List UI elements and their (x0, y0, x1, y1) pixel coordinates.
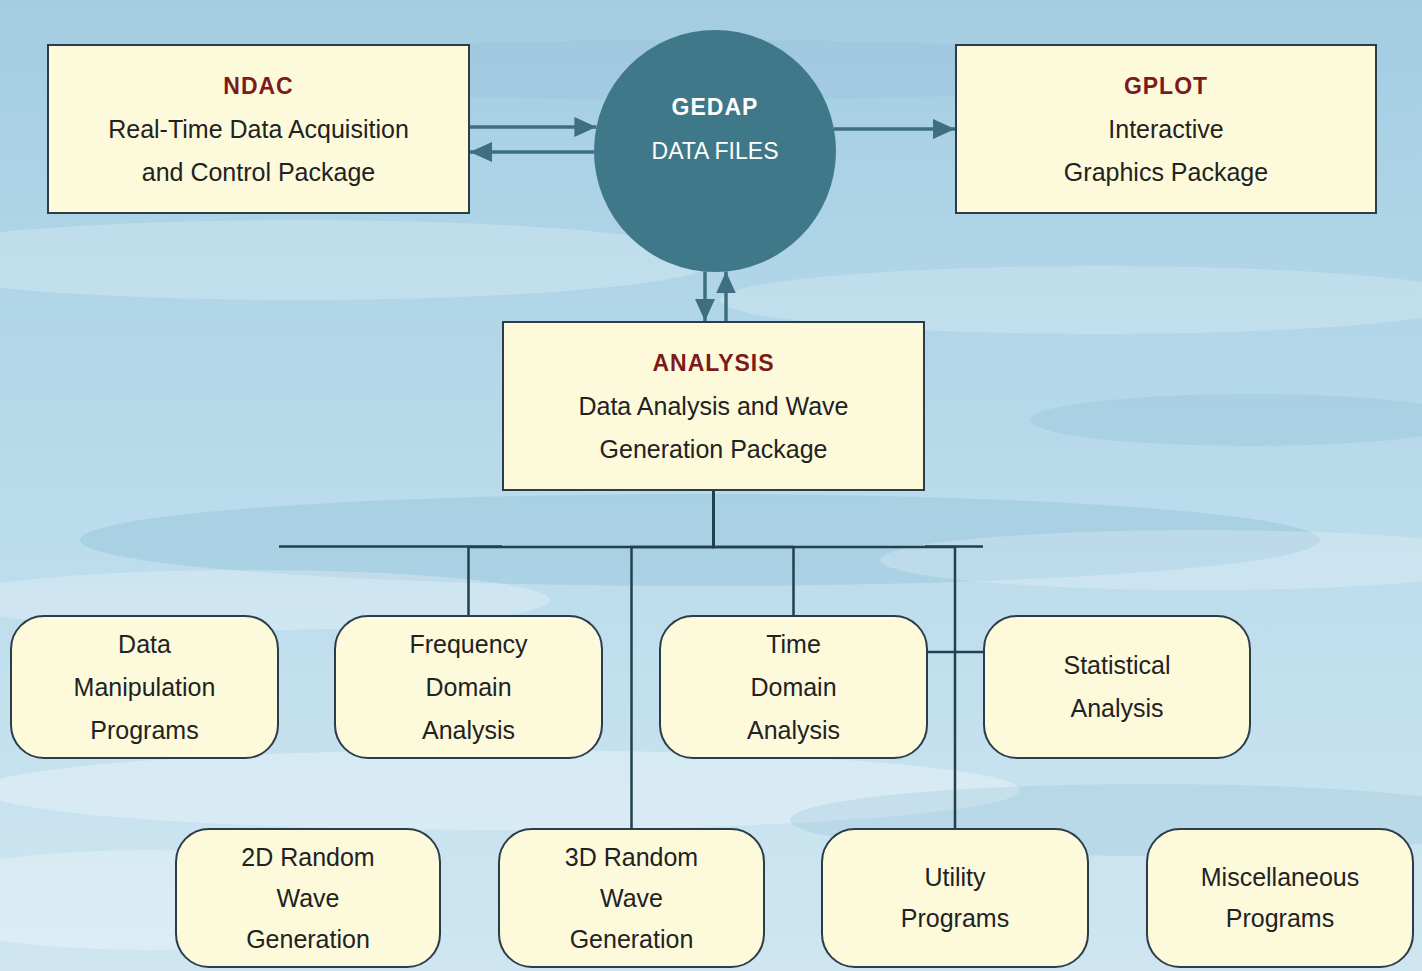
node-label: Data Analysis and Wave Generation Packag… (569, 385, 859, 471)
node-label: 3D Random Wave Generation (559, 837, 704, 960)
node-label: Interactive Graphics Package (1060, 108, 1272, 194)
node-label: Miscellaneous Programs (1193, 857, 1368, 939)
package-box: ANALYSISData Analysis and Wave Generatio… (502, 321, 925, 491)
program-box: 3D Random Wave Generation (498, 828, 765, 968)
wave-streak (880, 530, 1422, 590)
flow-arrow (470, 150, 594, 154)
node-heading: NDAC (223, 65, 293, 108)
node-label: Data Manipulation Programs (65, 623, 225, 752)
node-label: Statistical Analysis (1047, 644, 1187, 730)
node-label: 2D Random Wave Generation (236, 837, 381, 960)
flow-arrow (703, 272, 707, 321)
data-store-circle: GEDAPDATA FILES (593, 29, 837, 273)
circle-fill (594, 30, 836, 272)
program-box: Statistical Analysis (983, 615, 1251, 759)
wave-streak (0, 220, 720, 300)
program-box: Data Manipulation Programs (10, 615, 279, 759)
node-heading: ANALYSIS (652, 342, 774, 385)
program-box: Time Domain Analysis (659, 615, 928, 759)
program-box: Frequency Domain Analysis (334, 615, 603, 759)
wave-streak (1030, 394, 1422, 446)
tree-connector (469, 491, 714, 615)
flow-arrow (470, 125, 596, 129)
package-box: NDACReal-Time Data Acquisition and Contr… (47, 44, 470, 214)
program-box: Miscellaneous Programs (1146, 828, 1414, 968)
node-heading: GPLOT (1124, 65, 1208, 108)
node-label: Frequency Domain Analysis (399, 623, 539, 752)
tree-connector (714, 491, 794, 615)
program-box: 2D Random Wave Generation (175, 828, 441, 968)
node-label: DATA FILES (652, 129, 779, 173)
program-box: Utility Programs (821, 828, 1089, 968)
node-label: Utility Programs (890, 857, 1020, 939)
node-label: Time Domain Analysis (734, 623, 854, 752)
node-label: Real-Time Data Acquisition and Control P… (99, 108, 419, 194)
node-heading: GEDAP (672, 85, 759, 129)
flow-arrow (834, 127, 955, 131)
flow-arrow (724, 271, 728, 321)
package-box: GPLOTInteractive Graphics Package (955, 44, 1377, 214)
